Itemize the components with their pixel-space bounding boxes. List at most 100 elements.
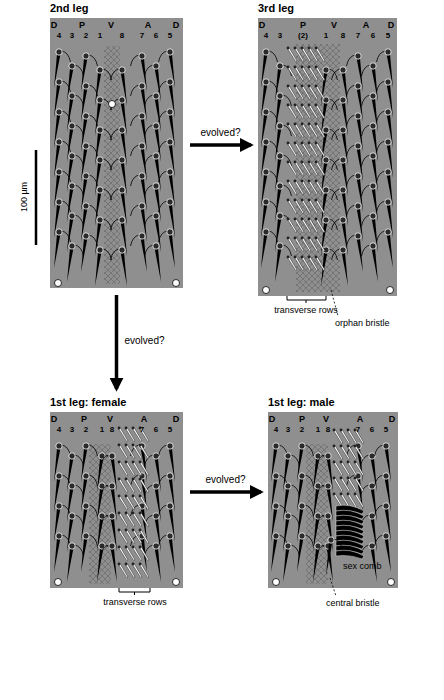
callout-label: transverse rows	[274, 305, 338, 315]
column-number: 4	[264, 31, 268, 40]
evolution-arrow	[190, 143, 251, 147]
column-number: 1	[98, 31, 102, 40]
axis-letter: D	[51, 414, 58, 424]
column-number: 3	[278, 31, 282, 40]
bristle-column	[145, 63, 162, 282]
scale-bar	[35, 150, 38, 245]
sex-comb	[336, 505, 364, 559]
bristle-column	[261, 49, 278, 268]
axis-letter: A	[363, 20, 370, 30]
bristle-column	[81, 53, 98, 272]
axis-letter: A	[145, 20, 152, 30]
axis-letter: P	[300, 20, 306, 30]
evolution-arrow	[190, 490, 261, 494]
column-number: 5	[386, 31, 390, 40]
leg-panel: 2nd leg	[50, 2, 183, 288]
column-number: 4	[57, 425, 61, 434]
column-number: 5	[384, 425, 388, 434]
bracket	[119, 588, 150, 595]
sensillum	[173, 579, 180, 586]
bristle-column	[362, 63, 379, 282]
sensillum	[388, 579, 395, 586]
bristle-column	[317, 453, 334, 582]
transverse-rows	[118, 427, 149, 578]
column-number: 4	[274, 425, 278, 434]
axis-letter: P	[299, 414, 305, 424]
arrow-label: evolved?	[125, 336, 165, 346]
transverse-rows	[333, 429, 364, 508]
column-number: 7	[356, 31, 360, 40]
column-number: 2	[84, 31, 88, 40]
bristle-column	[67, 63, 84, 282]
panel-title: 3rd leg	[258, 2, 294, 14]
bristle-column	[95, 67, 112, 286]
column-number: 8	[120, 31, 124, 40]
axis-letter: V	[323, 414, 329, 424]
column-number: 2	[300, 425, 304, 434]
bristle-column	[275, 63, 292, 282]
arrow-label: evolved?	[205, 475, 245, 485]
column-number: 7	[140, 31, 144, 40]
axis-letter: P	[79, 20, 85, 30]
column-number: 2	[84, 425, 88, 434]
column-number: 6	[370, 425, 374, 434]
scale-label: 100 µm	[19, 182, 29, 212]
central-bristle	[326, 537, 343, 576]
axis-letter: D	[173, 20, 180, 30]
bristle-column	[377, 49, 394, 268]
bristle-column	[131, 53, 148, 272]
bristle-column	[81, 443, 98, 572]
bristle-column	[347, 53, 364, 272]
column-number: 6	[371, 31, 375, 40]
bristle-column	[159, 443, 176, 572]
leg-panel	[268, 412, 398, 588]
column-number: 6	[154, 425, 158, 434]
sensillum	[387, 287, 394, 294]
axis-letter: V	[107, 414, 113, 424]
bristle-column	[332, 67, 349, 286]
column-number: 8	[341, 31, 345, 40]
sensillum	[263, 287, 270, 294]
sensillum	[55, 280, 62, 287]
axis-letter: V	[108, 20, 114, 30]
axis-letter: D	[389, 414, 396, 424]
bristle-column	[54, 49, 71, 268]
sensillum	[109, 101, 116, 108]
leg-panel: 1st leg: female	[50, 396, 183, 588]
bristle-column	[101, 453, 118, 582]
axis-letter: D	[173, 414, 180, 424]
column-number: 1	[324, 31, 328, 40]
leg-panel	[258, 18, 397, 296]
callout-label: orphan bristle	[335, 318, 390, 328]
column-number: 1	[316, 425, 320, 434]
leg-panel: 3rd leg	[258, 2, 397, 296]
callout-label: transverse rows	[103, 597, 167, 607]
bristle-column	[111, 67, 128, 286]
sensillum	[173, 280, 180, 287]
bristle-column	[321, 67, 338, 286]
axis-letter: V	[331, 20, 337, 30]
panel-title: 1st leg: male	[268, 396, 335, 408]
axis-letter: D	[269, 414, 276, 424]
bristle-column	[283, 453, 300, 582]
sensillum	[55, 579, 62, 586]
bristle-column	[159, 49, 176, 268]
column-number: 3	[286, 425, 290, 434]
bristle-column	[54, 443, 71, 572]
axis-letter: D	[51, 20, 58, 30]
sensillum	[273, 579, 280, 586]
column-number: 3	[70, 425, 74, 434]
leader-line	[330, 578, 336, 596]
axis-letter: A	[357, 414, 364, 424]
panel-title: 1st leg: female	[50, 396, 126, 408]
column-number: 3	[70, 31, 74, 40]
axis-letter: D	[259, 20, 266, 30]
axis-letter: D	[388, 20, 395, 30]
callout-label: central bristle	[326, 598, 380, 608]
bristle-column	[375, 443, 392, 572]
column-number: 7	[356, 425, 360, 434]
column-number: 1	[100, 425, 104, 434]
leg-panel	[50, 412, 183, 588]
transverse-rows	[287, 47, 325, 271]
